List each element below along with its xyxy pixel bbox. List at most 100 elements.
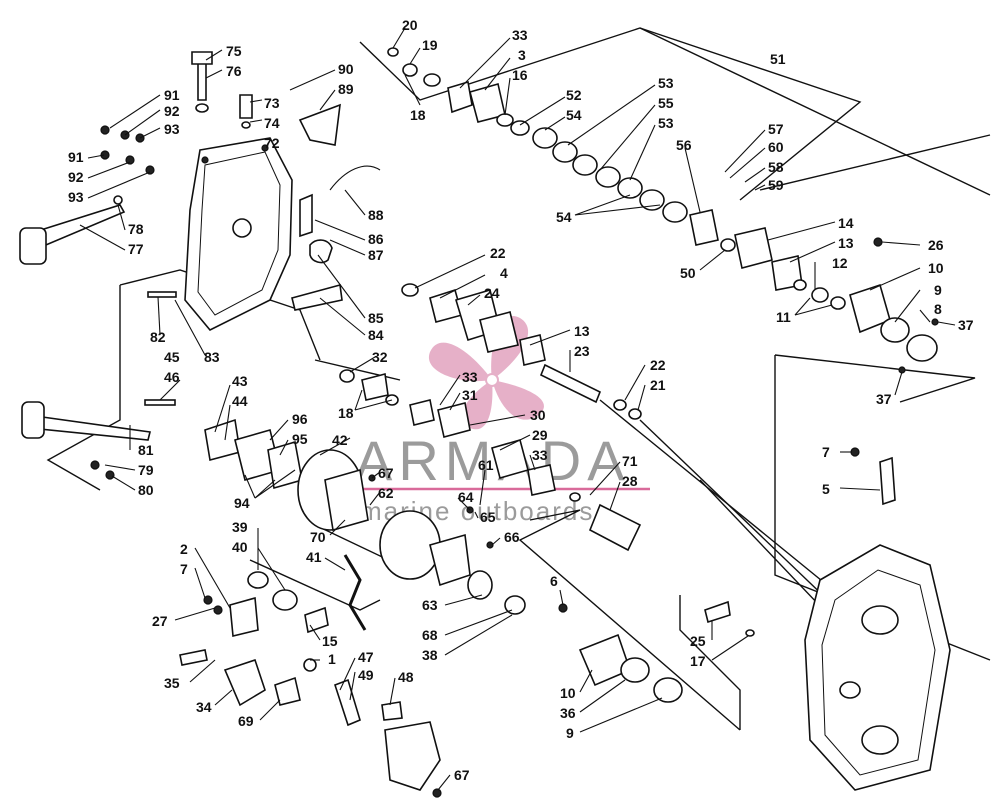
callout-93: 93 <box>164 121 180 137</box>
callout-90: 90 <box>338 61 354 77</box>
callout-15: 15 <box>322 633 338 649</box>
callout-labels: 75 76 73 74 72 91 92 93 91 92 93 78 77 9… <box>68 17 974 783</box>
callout-87: 87 <box>368 247 384 263</box>
callout-25: 25 <box>690 633 706 649</box>
callout-9: 9 <box>566 725 574 741</box>
callout-79: 79 <box>138 462 154 478</box>
handle-34 <box>223 658 266 707</box>
callout-40: 40 <box>232 539 248 555</box>
callout-92: 92 <box>164 103 180 119</box>
callout-18: 18 <box>410 107 426 123</box>
callout-81: 81 <box>138 442 154 458</box>
shaft-23 <box>539 363 602 404</box>
callout-5: 5 <box>822 481 830 497</box>
callout-53: 53 <box>658 75 674 91</box>
callout-21: 21 <box>650 377 666 393</box>
callout-48: 48 <box>398 669 414 685</box>
callout-75: 75 <box>226 43 242 59</box>
callout-56: 56 <box>676 137 692 153</box>
callout-6: 6 <box>550 573 558 589</box>
callout-64: 64 <box>458 489 474 505</box>
brand-text: ARMADA <box>355 429 631 492</box>
callout-23: 23 <box>574 343 590 359</box>
lower-right-group <box>558 447 951 791</box>
callout-50: 50 <box>680 265 696 281</box>
callout-17: 17 <box>690 653 706 669</box>
callout-46: 46 <box>164 369 180 385</box>
callout-37: 37 <box>958 317 974 333</box>
callout-36: 36 <box>560 705 576 721</box>
callout-27: 27 <box>152 613 168 629</box>
tube-28 <box>588 503 642 552</box>
callout-82: 82 <box>150 329 166 345</box>
propeller-logo-icon <box>428 315 544 430</box>
leader-lines <box>79 27 956 791</box>
callout-14: 14 <box>838 215 854 231</box>
callout-8: 8 <box>934 301 942 317</box>
callout-43: 43 <box>232 373 248 389</box>
callout-30: 30 <box>530 407 546 423</box>
callout-51: 51 <box>770 51 786 67</box>
callout-13: 13 <box>838 235 854 251</box>
callout-67: 67 <box>454 767 470 783</box>
callout-55: 55 <box>658 95 674 111</box>
callout-32: 32 <box>372 349 388 365</box>
callout-72: 72 <box>264 135 280 151</box>
callout-2: 2 <box>180 541 188 557</box>
callout-91: 91 <box>164 87 180 103</box>
callout-35: 35 <box>164 675 180 691</box>
callout-92: 92 <box>68 169 84 185</box>
callout-61: 61 <box>478 457 494 473</box>
callout-3: 3 <box>518 47 526 63</box>
callout-47: 47 <box>358 649 374 665</box>
callout-74: 74 <box>264 115 280 131</box>
gear-31 <box>437 402 471 438</box>
callout-11: 11 <box>776 309 791 325</box>
callout-13: 13 <box>574 323 590 339</box>
callout-34: 34 <box>196 699 212 715</box>
callout-22: 22 <box>650 357 666 373</box>
callout-69: 69 <box>238 713 254 729</box>
callout-24: 24 <box>484 285 500 301</box>
callout-38: 38 <box>422 647 438 663</box>
callout-58: 58 <box>768 159 784 175</box>
callout-57: 57 <box>768 121 784 137</box>
callout-33: 33 <box>462 369 478 385</box>
callout-29: 29 <box>532 427 548 443</box>
callout-80: 80 <box>138 482 154 498</box>
left-housing-group <box>19 51 381 480</box>
callout-16: 16 <box>512 67 528 83</box>
callout-26: 26 <box>928 237 944 253</box>
callout-91: 91 <box>68 149 84 165</box>
callout-4: 4 <box>500 265 508 281</box>
callout-33: 33 <box>532 447 548 463</box>
callout-63: 63 <box>422 597 438 613</box>
callout-12: 12 <box>832 255 848 271</box>
callout-41: 41 <box>306 549 322 565</box>
callout-89: 89 <box>338 81 354 97</box>
callout-66: 66 <box>504 529 520 545</box>
callout-59: 59 <box>768 177 784 193</box>
callout-20: 20 <box>402 17 418 33</box>
callout-94: 94 <box>234 495 250 511</box>
callout-93: 93 <box>68 189 84 205</box>
bracket-67 <box>384 721 441 791</box>
callout-68: 68 <box>422 627 438 643</box>
callout-70: 70 <box>310 529 326 545</box>
callout-44: 44 <box>232 393 248 409</box>
callout-31: 31 <box>462 387 478 403</box>
callout-86: 86 <box>368 231 384 247</box>
callout-39: 39 <box>232 519 248 535</box>
bolt-75 <box>197 61 207 101</box>
callout-84: 84 <box>368 327 384 343</box>
callout-78: 78 <box>128 221 144 237</box>
callout-95: 95 <box>292 431 308 447</box>
callout-73: 73 <box>264 95 280 111</box>
callout-37: 37 <box>876 391 892 407</box>
callout-10: 10 <box>560 685 576 701</box>
callout-19: 19 <box>422 37 438 53</box>
callout-85: 85 <box>368 310 384 326</box>
callout-83: 83 <box>204 349 220 365</box>
